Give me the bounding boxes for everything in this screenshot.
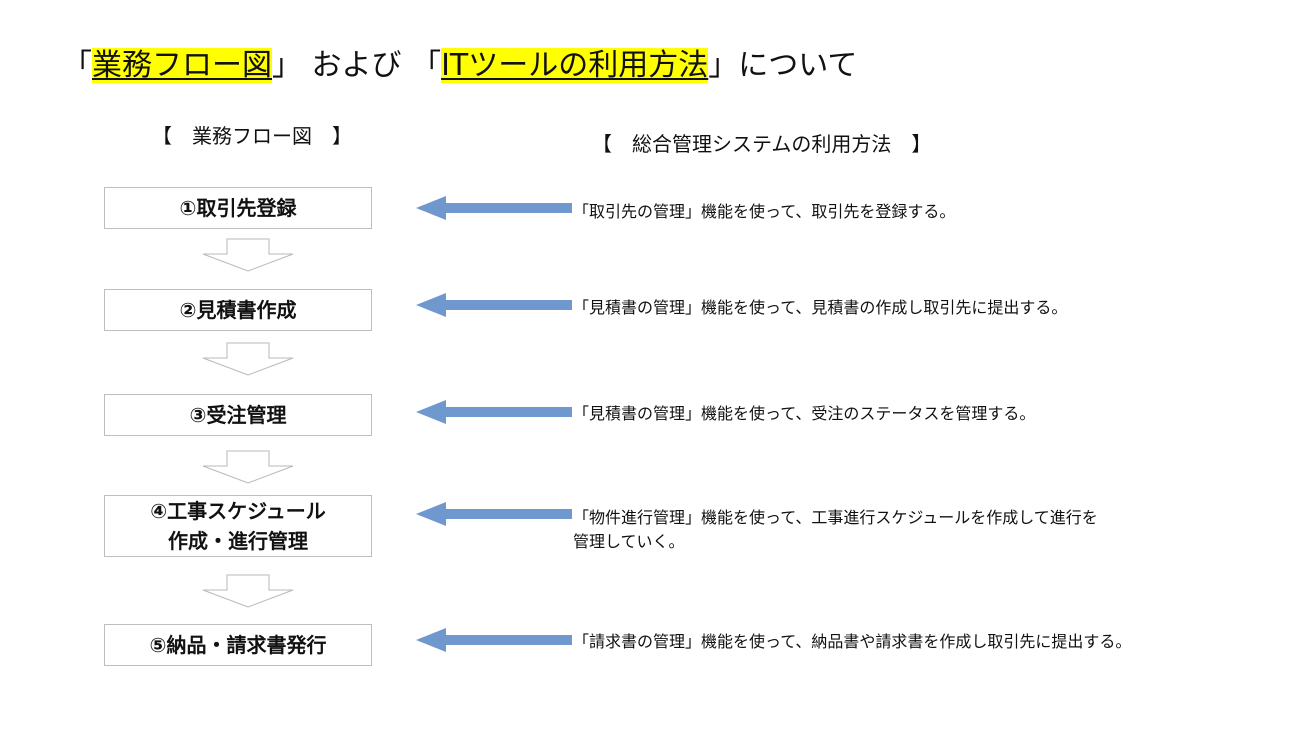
- page-title: 「業務フロー図」 および 「ITツールの利用方法」について: [62, 46, 857, 86]
- usage-description: 「見積書の管理」機能を使って、見積書の作成し取引先に提出する。: [573, 298, 1068, 317]
- title-highlight-it-tool: ITツールの利用方法: [441, 48, 709, 83]
- flow-step-box: ②見積書作成: [104, 289, 372, 331]
- left-arrow-icon: [416, 196, 572, 220]
- down-arrow-icon: [202, 342, 294, 376]
- left-arrow-icon: [416, 628, 572, 652]
- flow-step-label: ④工事スケジュール 作成・進行管理: [150, 499, 326, 553]
- title-open-bracket-1: 「: [62, 48, 92, 83]
- flow-column-header: 【 業務フロー図 】: [152, 124, 352, 148]
- left-arrow-icon: [416, 502, 572, 526]
- flow-step-box: ⑤納品・請求書発行: [104, 624, 372, 666]
- title-highlight-business-flow: 業務フロー図: [92, 48, 272, 83]
- title-close-bracket-1: 」: [272, 48, 302, 83]
- down-arrow-icon: [202, 238, 294, 272]
- title-middle-text: および 「: [302, 48, 442, 83]
- usage-description: 「取引先の管理」機能を使って、取引先を登録する。: [573, 202, 956, 221]
- flow-step-label: ①取引先登録: [179, 196, 297, 220]
- usage-description: 「物件進行管理」機能を使って、工事進行スケジュールを作成して進行を 管理していく…: [573, 508, 1098, 551]
- left-arrow-icon: [416, 293, 572, 317]
- down-arrow-icon: [202, 450, 294, 484]
- flow-step-label: ②見積書作成: [179, 298, 297, 322]
- down-arrow-icon: [202, 574, 294, 608]
- flow-step-label: ③受注管理: [189, 403, 287, 427]
- usage-column-header: 【 総合管理システムの利用方法 】: [592, 132, 932, 156]
- left-arrow-icon: [416, 400, 572, 424]
- title-tail-text: 」について: [708, 48, 858, 83]
- flow-step-label: ⑤納品・請求書発行: [149, 633, 327, 657]
- usage-description: 「見積書の管理」機能を使って、受注のステータスを管理する。: [573, 404, 1036, 423]
- flow-step-box: ④工事スケジュール 作成・進行管理: [104, 495, 372, 557]
- flow-step-box: ①取引先登録: [104, 187, 372, 229]
- usage-description: 「請求書の管理」機能を使って、納品書や請求書を作成し取引先に提出する。: [573, 632, 1132, 651]
- flow-step-box: ③受注管理: [104, 394, 372, 436]
